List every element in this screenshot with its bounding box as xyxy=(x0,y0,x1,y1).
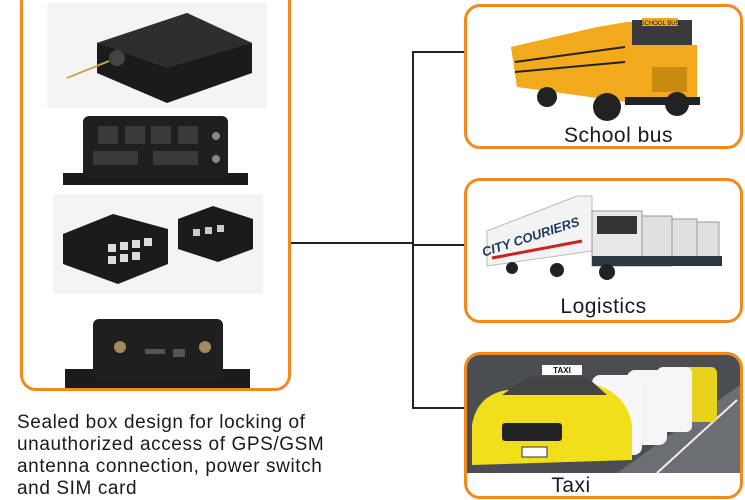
connector-taxi xyxy=(412,407,465,409)
device-caption: Sealed box design for locking of unautho… xyxy=(17,412,377,500)
device-image-back-sim xyxy=(65,319,250,388)
device-image-angled xyxy=(47,3,267,108)
caption-line: unauthorized access of GPS/GSM xyxy=(17,434,325,455)
application-school-bus: SCHOOL BUS School bus xyxy=(464,4,743,149)
taxi-roof-sign: TAXI xyxy=(553,366,571,375)
connector-school-bus xyxy=(412,51,465,53)
caption-line: Sealed box design for locking of xyxy=(17,412,306,433)
school-bus-image: SCHOOL BUS xyxy=(511,18,700,121)
device-image-pair xyxy=(53,194,263,294)
taxi-label: Taxi xyxy=(551,474,591,497)
application-logistics: CITY COURIERS Logistics xyxy=(464,178,743,323)
caption-line: and SIM card xyxy=(17,478,138,499)
logistics-trucks-image: CITY COURIERS xyxy=(482,195,722,280)
school-bus-sign: SCHOOL BUS xyxy=(640,21,679,27)
connector-logistics xyxy=(412,244,465,246)
connector-main xyxy=(291,242,414,244)
logistics-label: Logistics xyxy=(560,295,647,318)
device-image-front-connectors xyxy=(63,116,248,185)
school-bus-label: School bus xyxy=(564,124,673,147)
connector-trunk xyxy=(412,51,414,409)
application-taxi: TAXI Taxi xyxy=(464,352,743,499)
taxi-image: TAXI xyxy=(467,355,740,473)
device-panel xyxy=(20,0,291,391)
caption-line: antenna connection, power switch xyxy=(17,456,323,477)
